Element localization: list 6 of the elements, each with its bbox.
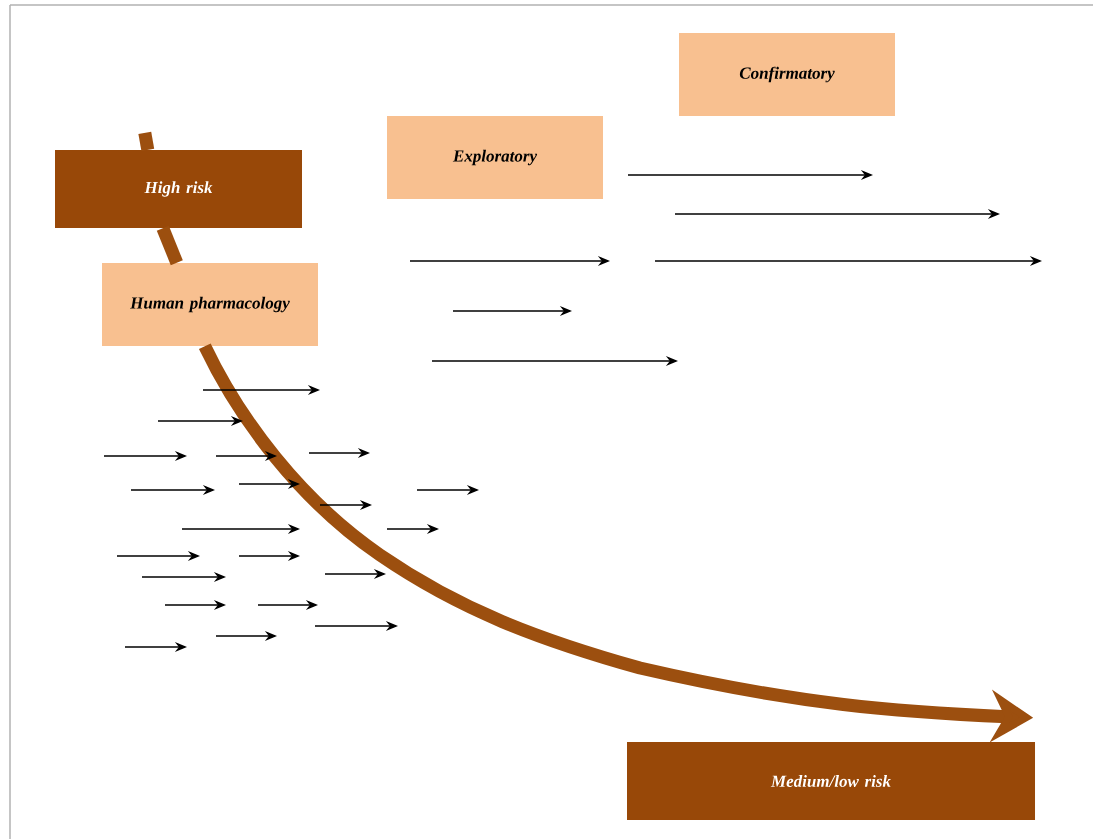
label-box: Confirmatory [679,33,895,116]
label-box: Exploratory [387,116,603,199]
label-box: High risk [55,150,302,228]
label-box: Medium/low risk [627,742,1035,820]
curved-band [156,225,183,266]
label-box: Human pharmacology [102,263,318,346]
